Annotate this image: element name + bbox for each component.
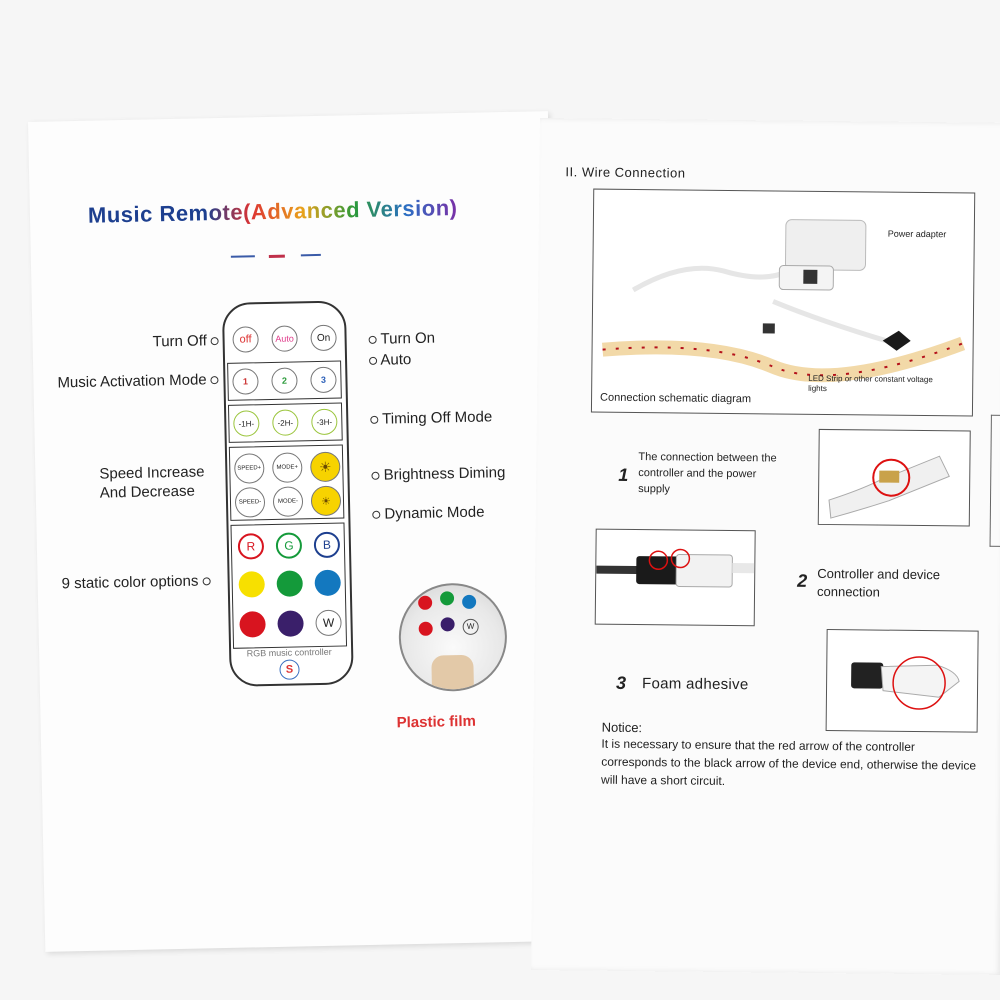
remote-logo: S xyxy=(279,659,300,680)
pointer-dot xyxy=(370,415,379,424)
sun-icon: ☀ xyxy=(318,458,332,475)
mode-plus-button[interactable]: MODE+ xyxy=(271,452,303,483)
music-mode-3-button[interactable]: 3 xyxy=(310,366,337,394)
timer-2h-button[interactable]: -2H- xyxy=(272,409,299,436)
speed-plus-button[interactable]: SPEED+ xyxy=(233,453,265,484)
brightness-up-button[interactable]: ☀ xyxy=(309,451,341,483)
label-dynamic: Dynamic Mode xyxy=(372,504,485,523)
timer-group: -1H- -2H- -3H- xyxy=(227,402,343,443)
next-page-edge xyxy=(989,414,1000,547)
timer-1h-button[interactable]: -1H- xyxy=(233,410,260,437)
remote-illustration: off Auto On 1 2 3 -1H- -2H- -3H- SPEED+ … xyxy=(221,300,354,687)
strip-note: LED Strip or other constant voltage ligh… xyxy=(808,373,933,394)
step3-photo xyxy=(825,629,979,733)
on-button[interactable]: On xyxy=(310,324,337,352)
label-turn-off: Turn Off xyxy=(152,332,220,350)
yellow-button[interactable] xyxy=(238,571,266,598)
plastic-film-label: Plastic film xyxy=(396,712,477,732)
red-color-button[interactable] xyxy=(239,611,266,638)
left-page: Music Remote(Advanced Version) Turn Off … xyxy=(28,111,566,952)
blue-color-button[interactable] xyxy=(314,569,341,597)
pointer-dot xyxy=(368,335,377,344)
color-group: R G B W xyxy=(230,522,348,649)
off-button[interactable]: off xyxy=(232,326,259,353)
red-button[interactable]: R xyxy=(237,533,265,560)
pointer-dot xyxy=(202,577,211,586)
right-page: II. Wire Connection Power adapter LED St… xyxy=(531,118,1000,975)
manual-title: Music Remote(Advanced Version) xyxy=(88,195,458,229)
pointer-dot xyxy=(372,510,381,519)
auto-button[interactable]: Auto xyxy=(271,325,298,352)
step3-number: 3 xyxy=(615,672,627,693)
mode-minus-button[interactable]: MODE- xyxy=(272,486,304,517)
pointer-dot xyxy=(371,471,380,480)
sun-icon: ☀ xyxy=(320,495,332,508)
pointer-dot xyxy=(210,337,220,346)
purple-button[interactable] xyxy=(277,610,304,637)
label-turn-on: Turn On xyxy=(368,330,435,348)
step1-number: 1 xyxy=(618,464,629,485)
green-button[interactable]: G xyxy=(275,532,303,559)
blue-button[interactable]: B xyxy=(313,531,341,559)
plastic-film-photo: W xyxy=(397,582,509,693)
diagram-drawing xyxy=(602,219,966,383)
label-static-colors: 9 static color options xyxy=(62,572,211,592)
power-adapter-label: Power adapter xyxy=(887,228,947,240)
step2-photo xyxy=(594,528,756,627)
step2-number: 2 xyxy=(797,570,808,591)
remote-footer: RGB music controller xyxy=(246,646,332,659)
label-music-mode: Music Activation Mode xyxy=(57,371,219,391)
title-text: Music Remote(Advanced Version) xyxy=(87,195,458,228)
film-w-button: W xyxy=(462,618,479,636)
step3-text: Foam adhesive xyxy=(641,675,749,694)
step2-text: Controller and device connection xyxy=(816,565,941,600)
green-color-button[interactable] xyxy=(276,570,303,597)
music-mode-2-button[interactable]: 2 xyxy=(271,367,298,394)
step1-photo xyxy=(817,428,971,527)
connection-diagram: Power adapter LED Strip or other constan… xyxy=(590,188,976,417)
white-button[interactable]: W xyxy=(315,609,342,637)
music-mode-1-button[interactable]: 1 xyxy=(232,368,259,395)
music-mode-group: 1 2 3 xyxy=(227,360,342,401)
label-brightness: Brightness Diming xyxy=(371,464,506,484)
label-timing: Timing Off Mode xyxy=(370,408,492,428)
timer-3h-button[interactable]: -3H- xyxy=(311,408,338,436)
diagram-caption: Connection schematic diagram xyxy=(600,391,752,406)
section-heading: II. Wire Connection xyxy=(565,164,686,181)
speed-minus-button[interactable]: SPEED- xyxy=(234,487,266,518)
brightness-down-button[interactable]: ☀ xyxy=(310,485,342,517)
title-underline xyxy=(230,253,321,259)
notice-body: It is necessary to ensure that the red a… xyxy=(601,736,977,788)
speed-mode-group: SPEED+ SPEED- MODE+ MODE- ☀ ☀ xyxy=(228,444,345,521)
step1-text: The connection between the controller an… xyxy=(638,451,777,496)
pointer-dot xyxy=(368,356,378,365)
label-auto: Auto xyxy=(368,351,411,369)
pointer-dot xyxy=(210,376,219,385)
